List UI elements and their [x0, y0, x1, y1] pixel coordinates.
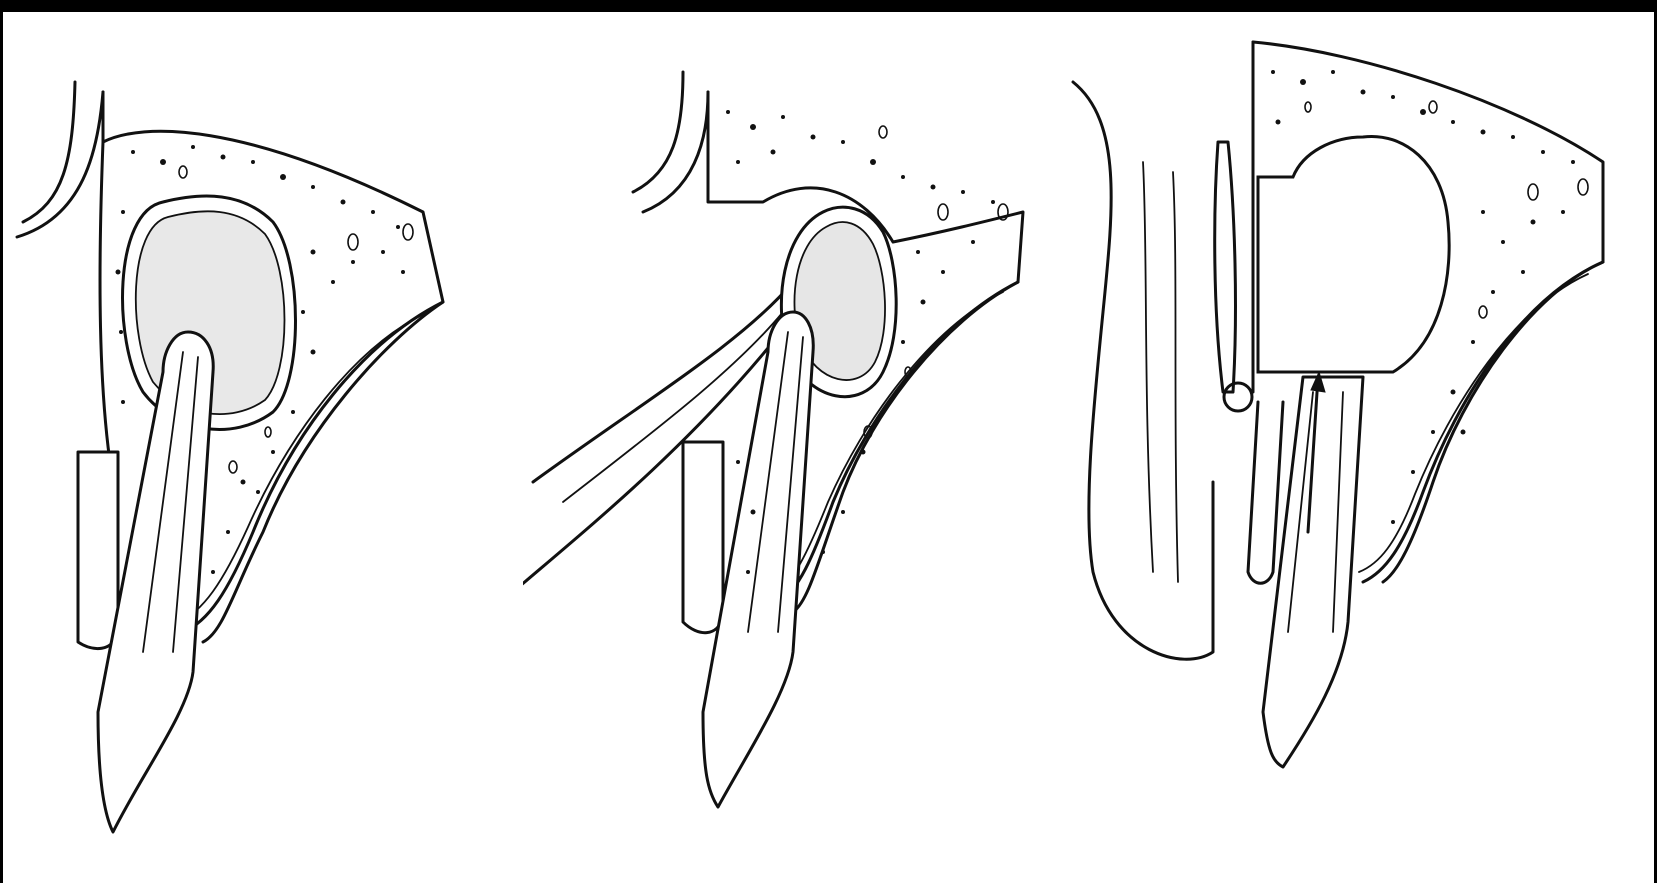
panel-3-flap-texture-2: [1173, 172, 1178, 582]
panel-1-labial-plate: [78, 452, 118, 649]
panel-2-mucosa-outer: [633, 72, 683, 192]
panel-3: [1063, 12, 1657, 883]
panel-3-flap-texture-1: [1143, 162, 1153, 572]
panel-3-drawing: [1063, 12, 1657, 883]
panel-1-mucosa-inner: [17, 92, 103, 237]
panel-2: [523, 12, 1043, 883]
panel-1: [3, 12, 543, 883]
panel-3-retractor: [1215, 142, 1236, 392]
figure-canvas: [0, 12, 1657, 883]
panel-3-suture-knot: [1224, 383, 1252, 411]
panel-2-drawing: [523, 12, 1043, 883]
panel-3-bone-cavity: [1258, 136, 1449, 372]
panel-1-drawing: [3, 12, 543, 883]
panel-2-labial-plate: [683, 442, 723, 633]
panel-1-alveolar-wall: [100, 142, 113, 482]
panel-3-socket-wall: [1248, 402, 1283, 583]
panel-2-mucosa-inner: [643, 92, 708, 212]
panel-1-mucosa-outer: [23, 82, 75, 222]
